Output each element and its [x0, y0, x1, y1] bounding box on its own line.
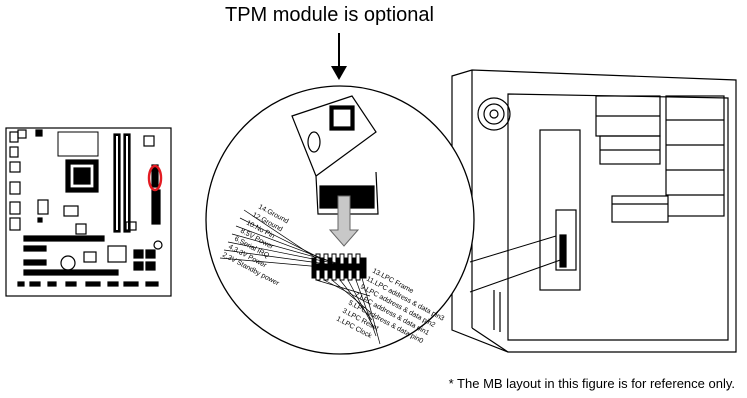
motherboard-layout: [5, 127, 172, 297]
tpm-header: [311, 253, 367, 281]
tpm-header-highlight: [147, 164, 163, 192]
pc-case: [451, 69, 737, 353]
pin-leader-lines: [219, 209, 381, 345]
diagram-title: TPM module is optional: [225, 4, 434, 26]
zoom-callout-lines: [469, 235, 567, 293]
insert-arrow-icon: [328, 195, 360, 247]
footnote: * The MB layout in this figure is for re…: [448, 376, 735, 391]
down-arrow-icon: [331, 33, 347, 80]
tpm-module: [291, 95, 379, 215]
